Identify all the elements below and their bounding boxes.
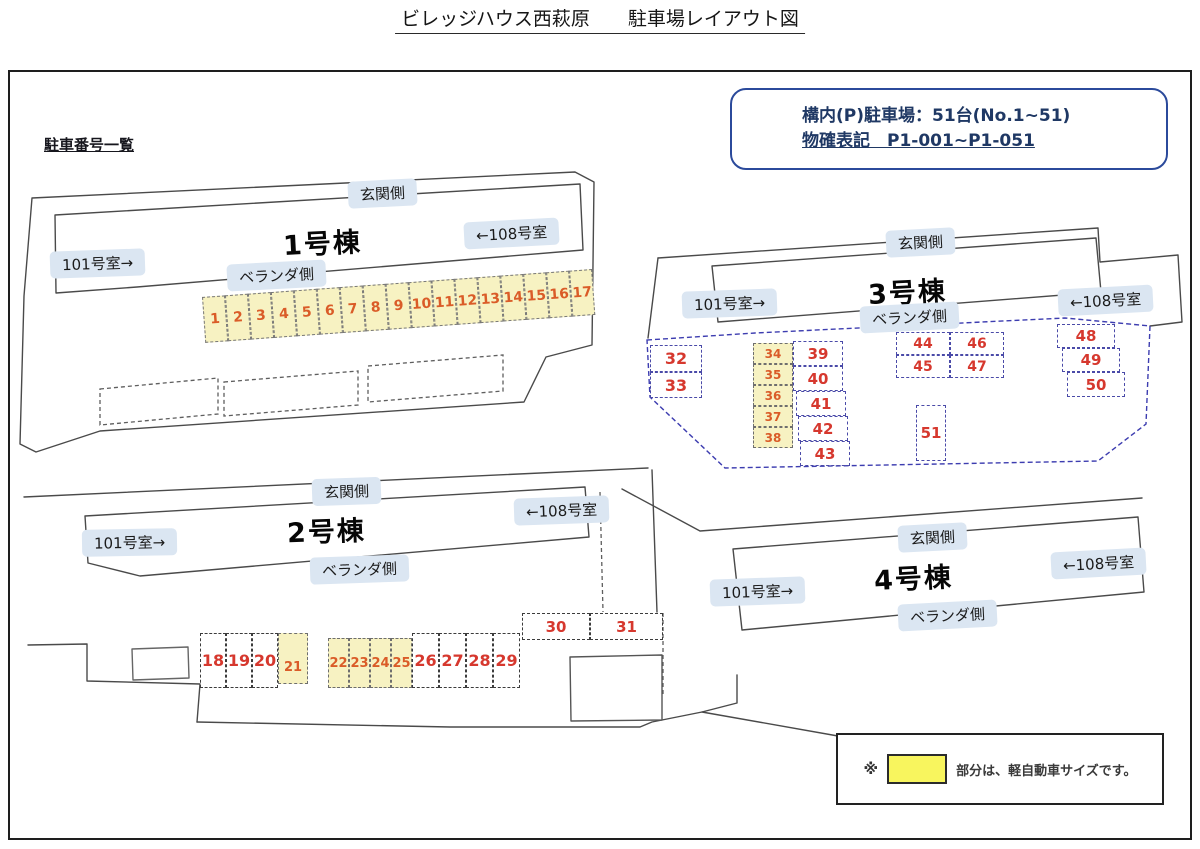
row-gap xyxy=(308,633,328,688)
parking-space: 40 xyxy=(793,366,843,391)
legend-box: ※ 部分は、軽自動車サイズです。 xyxy=(836,733,1164,805)
parking-space: 16 xyxy=(546,270,573,319)
parking-space: 8 xyxy=(362,283,389,332)
building-2-name: 2号棟 xyxy=(286,515,367,550)
building-4-name: 4号棟 xyxy=(873,561,954,598)
parking-space: 9 xyxy=(385,282,412,330)
room-108-label: ←108号室 xyxy=(463,217,560,250)
entrance-side-label: 玄関側 xyxy=(897,522,968,553)
parking-space: 12 xyxy=(454,277,481,325)
room-101-label: 101号室→ xyxy=(81,528,178,557)
parking-space: 3 xyxy=(247,292,275,340)
parking-space: 20 xyxy=(252,633,278,688)
parking-space: 27 xyxy=(439,633,466,688)
parking-space: 1 xyxy=(202,295,229,343)
page-title: ビレッジハウス西萩原 駐車場レイアウト図 xyxy=(395,4,805,34)
parking-space: 35 xyxy=(753,364,793,385)
parking-space: 48 xyxy=(1057,324,1115,348)
parking-space: 25 xyxy=(391,638,412,688)
parking-space: 13 xyxy=(477,275,504,324)
parking-space: 30 xyxy=(522,613,590,640)
property-code-text: 物確表記 P1-001~P1-051 xyxy=(802,131,1035,151)
parking-space: 29 xyxy=(493,633,520,688)
legend-text: 部分は、軽自動車サイズです。 xyxy=(956,763,1137,779)
legend-marker: ※ xyxy=(863,760,879,778)
parking-space: 5 xyxy=(293,288,320,337)
parking-space: 14 xyxy=(500,273,527,322)
parking-info-box: 構内(P)駐車場：51台(No.1~51) 物確表記 P1-001~P1-051 xyxy=(730,88,1168,170)
parking-space: 42 xyxy=(798,416,848,441)
parking-space: 31 xyxy=(590,613,663,640)
outer-frame xyxy=(8,70,1192,840)
room-108-label: ←108号室 xyxy=(1050,547,1147,580)
parking-space: 21 xyxy=(278,633,308,684)
parking-space: 39 xyxy=(793,341,843,366)
parking-space: 17 xyxy=(569,269,596,317)
parking-space: 19 xyxy=(226,633,252,688)
parking-space: 38 xyxy=(753,427,793,448)
parking-space: 51 xyxy=(916,405,946,461)
veranda-side-label: ベランダ側 xyxy=(309,554,410,585)
building-1-name: 1号棟 xyxy=(282,226,363,263)
parking-space: 28 xyxy=(466,633,493,688)
parking-count-text: 構内(P)駐車場：51台(No.1~51) xyxy=(802,105,1071,126)
room-101-label: 101号室→ xyxy=(681,288,778,319)
parking-space: 10 xyxy=(408,280,435,329)
parking-space: 37 xyxy=(753,406,793,427)
parking-space: 26 xyxy=(412,633,439,688)
parking-space: 32 xyxy=(650,345,702,372)
parking-number-list-label: 駐車番号一覧 xyxy=(44,136,135,154)
parking-space: 43 xyxy=(800,441,850,466)
room-108-label: ←108号室 xyxy=(513,495,610,526)
parking-space: 33 xyxy=(650,372,702,398)
room-101-label: 101号室→ xyxy=(49,248,146,279)
parking-space: 34 xyxy=(753,343,793,364)
parking-row-18-29: 18 19 20 21 22 23 24 25 26 27 28 29 xyxy=(200,633,520,688)
kei-size-swatch xyxy=(887,754,948,784)
parking-space: 47 xyxy=(950,355,1004,378)
parking-space: 23 xyxy=(349,638,370,688)
parking-space: 49 xyxy=(1062,348,1120,372)
parking-space: 44 xyxy=(896,332,950,355)
entrance-side-label: 玄関側 xyxy=(347,178,418,209)
entrance-side-label: 玄関側 xyxy=(311,476,382,507)
veranda-side-label: ベランダ側 xyxy=(226,259,327,292)
entrance-side-label: 玄関側 xyxy=(885,227,956,258)
parking-space: 41 xyxy=(796,391,846,416)
veranda-side-label: ベランダ側 xyxy=(859,301,960,334)
parking-space: 18 xyxy=(200,633,226,688)
parking-space: 11 xyxy=(431,278,458,327)
parking-space: 15 xyxy=(523,272,550,320)
parking-space: 7 xyxy=(339,285,366,334)
room-101-label: 101号室→ xyxy=(709,576,806,607)
parking-space: 2 xyxy=(224,293,252,342)
parking-space: 22 xyxy=(328,638,349,688)
parking-space: 36 xyxy=(753,385,793,406)
parking-space: 6 xyxy=(316,287,343,335)
parking-space: 46 xyxy=(950,332,1004,355)
parking-space: 45 xyxy=(896,355,950,378)
veranda-side-label: ベランダ側 xyxy=(897,599,998,632)
room-108-label: ←108号室 xyxy=(1057,284,1154,317)
parking-space: 4 xyxy=(270,290,298,338)
parking-space: 50 xyxy=(1067,372,1125,397)
parking-space: 24 xyxy=(370,638,391,688)
